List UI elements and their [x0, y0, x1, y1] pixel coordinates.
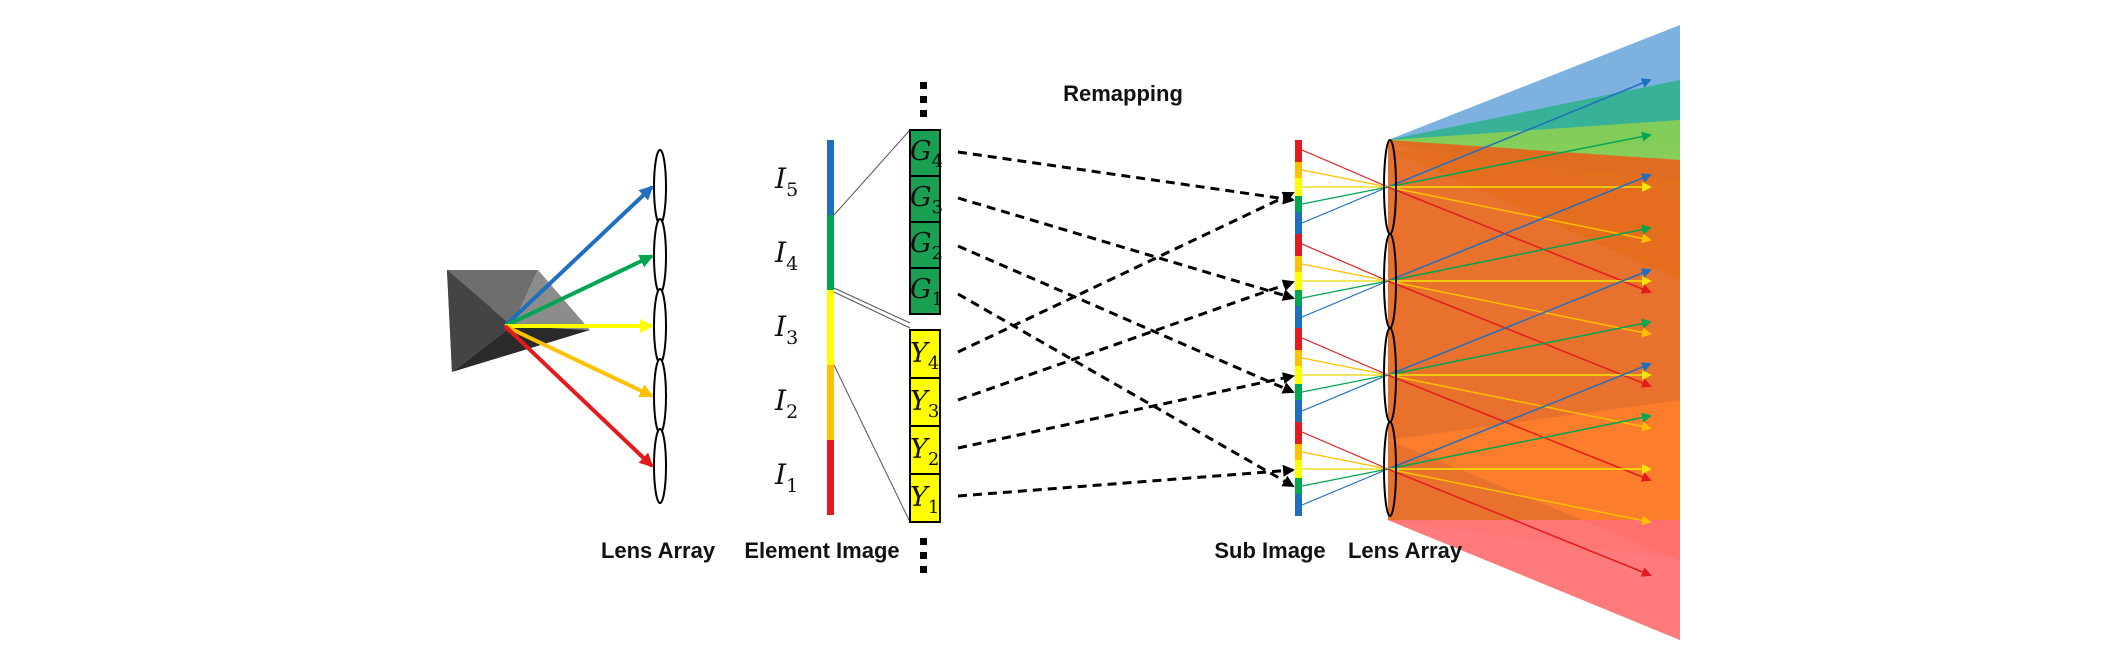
left-lens-array	[653, 149, 667, 504]
fan-salmon-edge	[1388, 520, 1680, 640]
sub-image-rays	[1301, 149, 1389, 506]
remap-arrow	[957, 191, 1295, 354]
intensity-labels: I5 I4 I3 I2 I1	[774, 162, 798, 497]
green-cell-label: G2	[910, 228, 943, 264]
output-rays	[1387, 78, 1652, 577]
remap-arrow	[957, 464, 1295, 498]
dark-pyramid-object-icon	[447, 270, 590, 372]
green-cell-label: G3	[910, 182, 943, 218]
remap-arrow	[957, 279, 1295, 402]
green-cell-label: G4	[910, 136, 943, 172]
yellow-cell-label: Y2	[910, 434, 939, 470]
green-cell	[909, 267, 941, 315]
yellow-cells: Y4 Y3 Y2 Y1	[909, 329, 941, 523]
green-cell	[909, 175, 941, 223]
green-cells: G4 G3 G2 G1	[909, 129, 943, 315]
remap-arrow	[957, 372, 1295, 450]
left-lens-array-label: Lens Array	[601, 538, 716, 563]
sub-image-label: Sub Image	[1214, 538, 1325, 563]
lens-ellipse-icon	[653, 218, 667, 294]
lens-ellipse-icon	[1383, 421, 1397, 517]
remap-arrow	[957, 244, 1295, 394]
yellow-cell-label: Y1	[910, 482, 939, 518]
green-cell-label: G1	[910, 274, 943, 310]
yellow-cell	[909, 377, 941, 427]
source-rays	[503, 185, 654, 468]
intensity-label: I2	[774, 384, 798, 423]
remap-arrow	[957, 150, 1295, 205]
lens-ellipse-icon	[653, 149, 667, 225]
yellow-cell-label: Y4	[910, 338, 939, 374]
element-image-bar	[827, 140, 834, 515]
remap-arrow	[957, 292, 1295, 488]
lens-ellipse-icon	[653, 428, 667, 504]
vertical-ellipsis-icon	[920, 538, 927, 573]
vertical-ellipsis-icon	[920, 82, 927, 117]
intensity-label: I3	[774, 310, 798, 349]
remap-arrow	[957, 196, 1295, 301]
intensity-label: I5	[774, 162, 798, 201]
green-cell	[909, 221, 941, 269]
zoom-lines	[833, 129, 911, 523]
yellow-cell	[909, 425, 941, 475]
lens-ellipse-icon	[653, 288, 667, 364]
element-image-label: Element Image	[744, 538, 899, 563]
lens-ellipse-icon	[653, 358, 667, 434]
yellow-cell	[909, 329, 941, 379]
yellow-cell-label: Y3	[910, 386, 939, 422]
remapping-label: Remapping	[1063, 81, 1183, 106]
right-lens-array-label: Lens Array	[1348, 538, 1463, 563]
intensity-label: I4	[774, 236, 798, 275]
right-lens-array	[1383, 139, 1397, 517]
sub-image-bar	[1295, 140, 1302, 516]
yellow-cell	[909, 473, 941, 523]
intensity-label: I1	[774, 458, 798, 497]
remapping-arrows	[957, 150, 1295, 498]
